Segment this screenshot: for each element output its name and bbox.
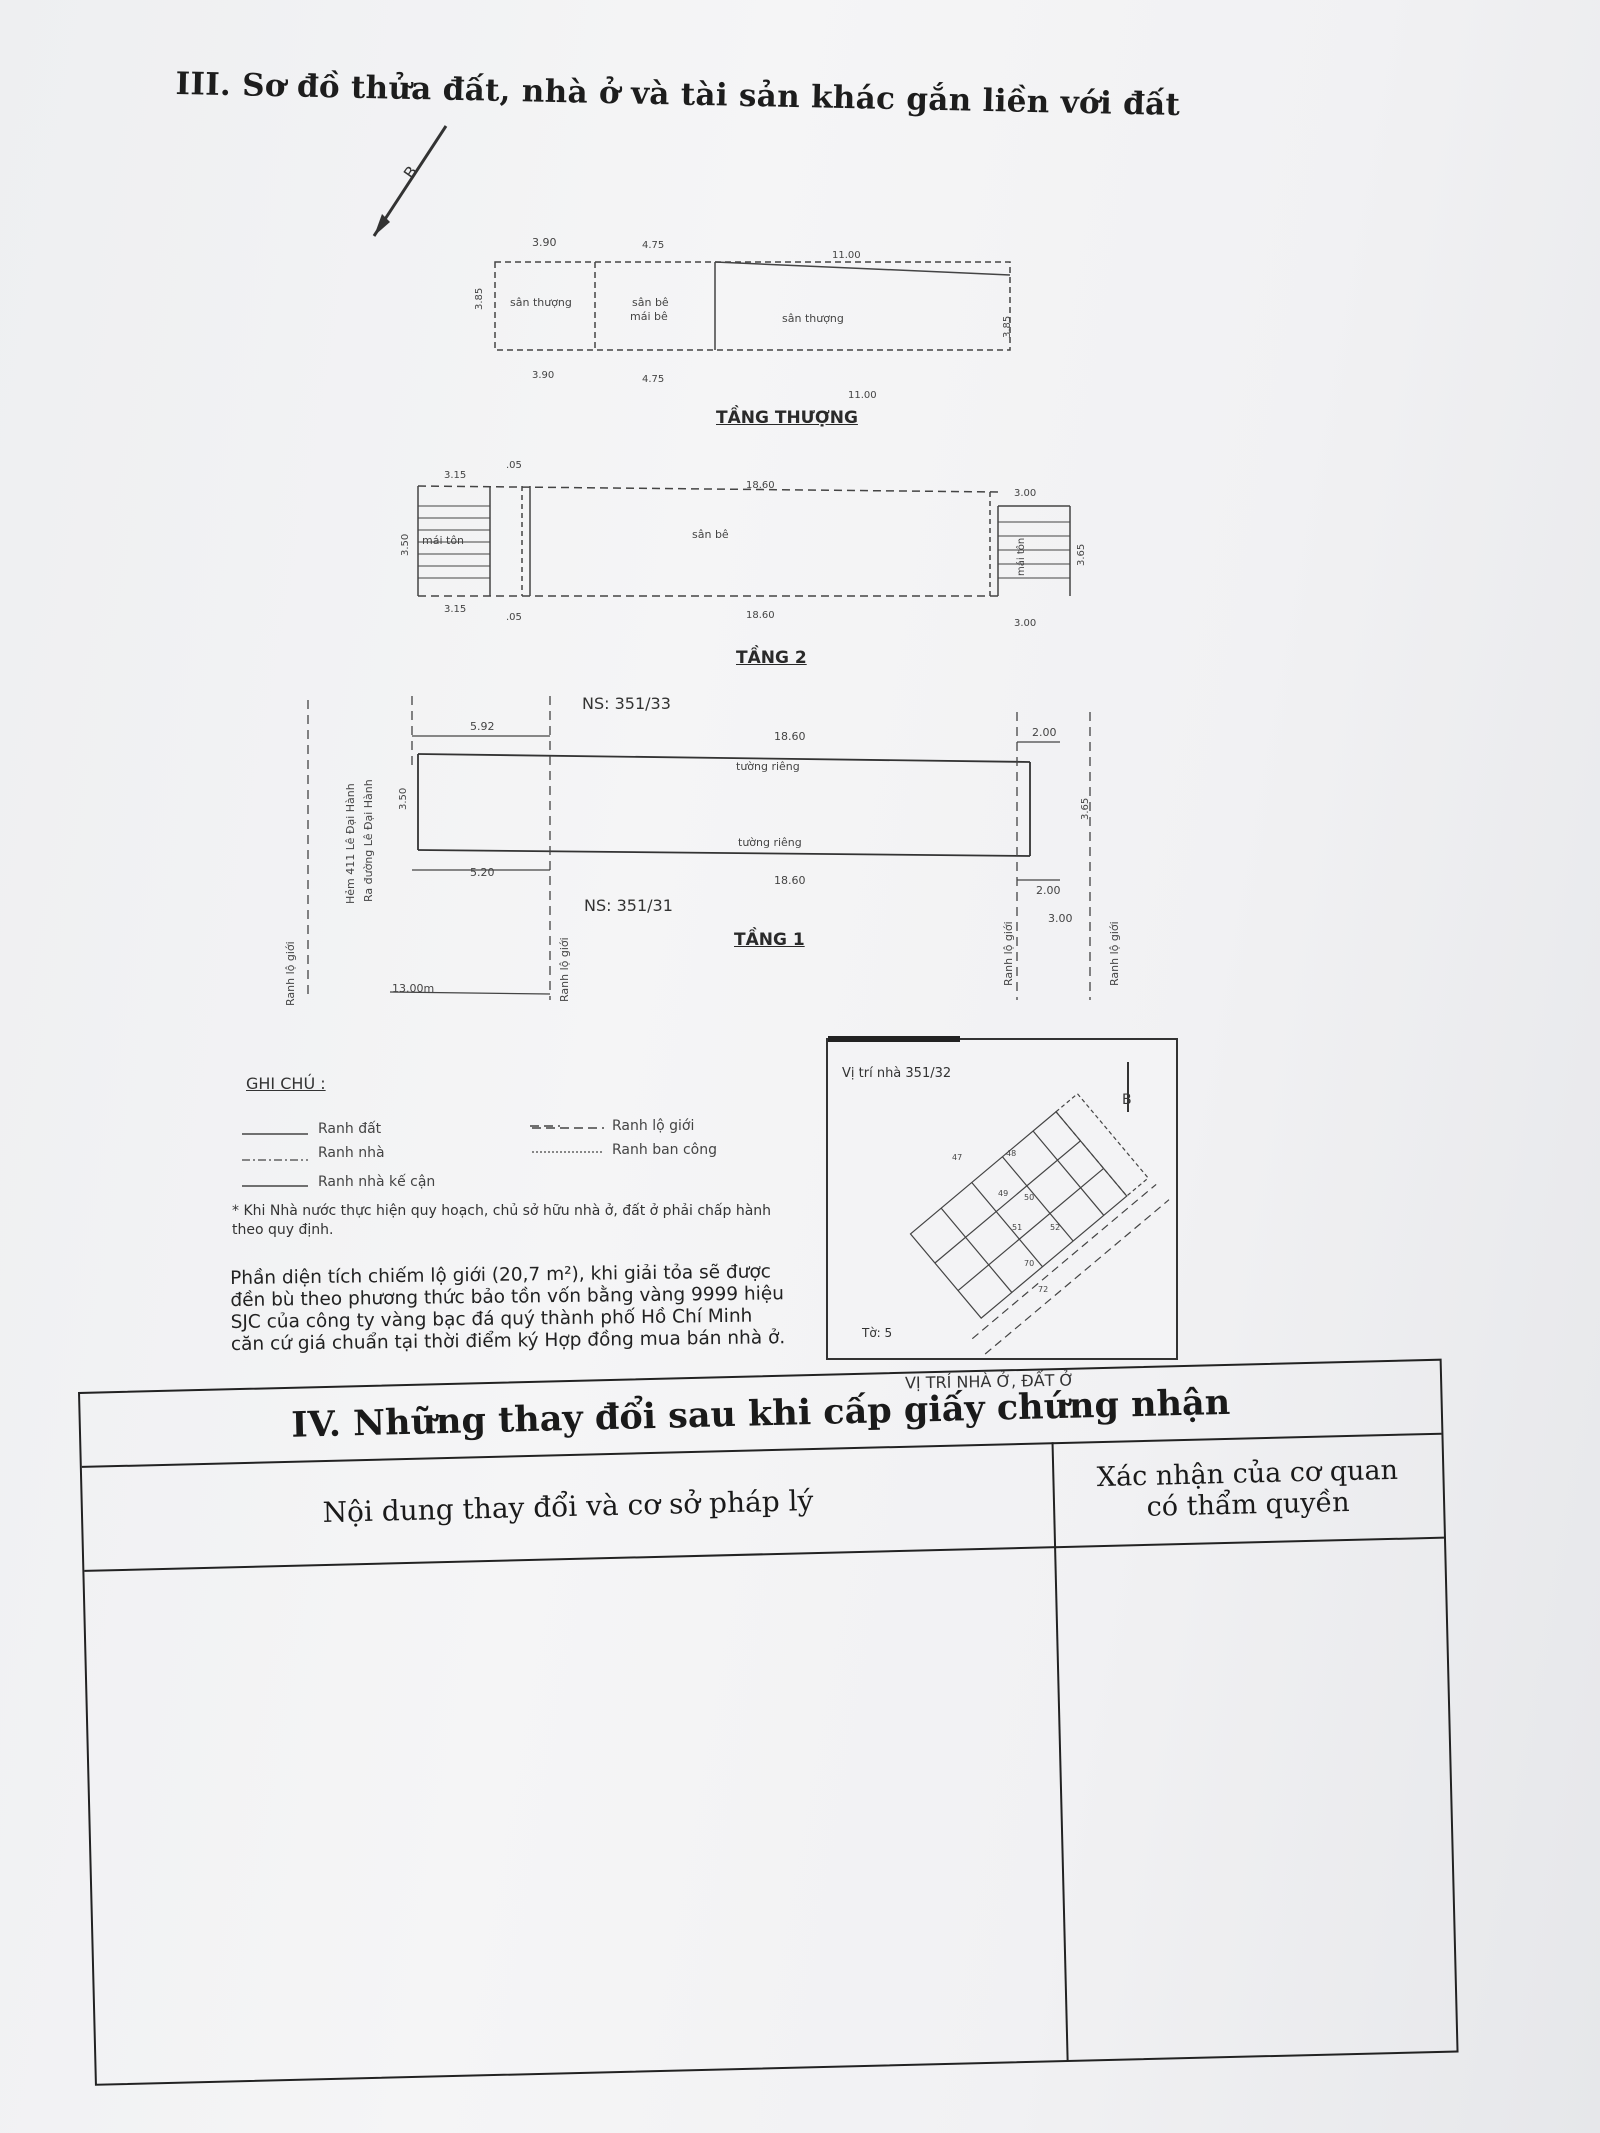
section-3-title: III. Sơ đồ thửa đất, nhà ở và tài sản kh… <box>175 66 1181 124</box>
floor-top-plan: 3.90 4.75 11.00 3.90 4.75 11.00 3.85 3.8… <box>474 236 1013 401</box>
legend-title: GHI CHÚ : <box>246 1074 326 1093</box>
f2-dim-top-4: 3.00 <box>1014 488 1036 499</box>
f1-street-label: Hẻm 411 Lê Đại Hành <box>344 783 357 904</box>
floor-top-label: TẦNG THƯỢNG <box>716 408 858 428</box>
f1-ranh-lo-gioi-3: Ranh lộ giới <box>1002 921 1015 986</box>
map-lot-4: 50 <box>1024 1193 1034 1202</box>
room-3-label: sân thượng <box>782 312 844 325</box>
map-top-bar <box>828 1036 960 1042</box>
col-header-authority-line2: có thẩm quyền <box>1146 1486 1350 1523</box>
north-label: B <box>400 162 422 182</box>
col-header-authority: Xác nhận của cơ quan có thẩm quyền <box>1051 1432 1444 1549</box>
f1-street-label-2: Ra đường Lê Đại Hành <box>362 779 375 902</box>
legend-item-4: Ranh ban công <box>612 1142 718 1158</box>
top-dim-1: 3.90 <box>532 236 557 249</box>
f2-dim-top-1: 3.15 <box>444 470 466 481</box>
map-lot-8: 72 <box>1038 1285 1048 1294</box>
changes-table: IV. Những thay đổi sau khi cấp giấy chứn… <box>78 1358 1459 2086</box>
map-sheet-label: Tờ: 5 <box>862 1326 893 1340</box>
map-north-label: B <box>1122 1092 1132 1108</box>
f2-dim-bottom-4: 3.00 <box>1014 618 1036 629</box>
map-lot-1: 47 <box>952 1153 962 1162</box>
f2-left-label: mái tôn <box>422 534 464 547</box>
legend-footnote: * Khi Nhà nước thực hiện quy hoạch, chủ … <box>232 1203 772 1238</box>
map-lot-3: 49 <box>998 1189 1008 1198</box>
left-dim: 3.85 <box>474 288 485 310</box>
bottom-dim-3: 11.00 <box>848 390 877 401</box>
right-dim: 3.85 <box>1002 316 1013 338</box>
floor-2-plan: 3.15 .05 18.60 3.00 3.15 .05 18.60 3.00 … <box>400 460 1087 629</box>
f1-dim-top-left: 5.92 <box>470 720 495 733</box>
floor-1-plan: 5.92 18.60 2.00 5.20 18.60 2.00 3.00 3.5… <box>284 696 1121 1006</box>
f2-dim-top-2: .05 <box>506 460 522 471</box>
f2-dim-right: 3.65 <box>1076 544 1087 566</box>
legend-item-5: Ranh nhà kế cận <box>318 1174 436 1190</box>
room-2-label-a: sân bê <box>632 296 669 309</box>
f2-dim-bottom-2: .05 <box>506 612 522 623</box>
legend-symbols-right <box>532 1127 604 1153</box>
col-header-authority-line1: Xác nhận của cơ quan <box>1096 1454 1399 1494</box>
room-1-label: sân thượng <box>510 296 572 309</box>
f1-wall-bottom: tường riêng <box>738 836 802 849</box>
f1-road-width: 13.00m <box>392 982 434 995</box>
authority-cell <box>1054 1537 1456 2060</box>
map-lot-5: 51 <box>1012 1223 1022 1232</box>
floor-1-label: TẦNG 1 <box>734 930 805 950</box>
f1-wall-top: tường riêng <box>736 760 800 773</box>
f2-dim-bottom-1: 3.15 <box>444 604 466 615</box>
f2-center-label: sân bê <box>692 528 729 541</box>
legend-item-3: Ranh nhà <box>318 1145 385 1161</box>
legend-symbols <box>242 1125 560 1187</box>
north-arrow-icon: B <box>372 125 448 237</box>
f2-dim-bottom-3: 18.60 <box>746 610 775 621</box>
floor-2-label: TẦNG 2 <box>736 648 807 668</box>
content-cell <box>84 1546 1069 2084</box>
map-lot-2: 48 <box>1006 1149 1016 1158</box>
f1-dim-right-far: 3.00 <box>1048 912 1073 925</box>
legend-item-1: Ranh đất <box>318 1121 382 1137</box>
bottom-dim-1: 3.90 <box>532 370 554 381</box>
f1-ranh-lo-gioi-2: Ranh lộ giới <box>558 937 571 1002</box>
map-lot-7: 70 <box>1024 1259 1034 1268</box>
bottom-dim-2: 4.75 <box>642 374 664 385</box>
f1-ranh-lo-gioi-4: Ranh lộ giới <box>1108 921 1121 986</box>
f1-dim-bottom-left: 5.20 <box>470 866 495 879</box>
f1-dim-left: 3.50 <box>398 788 409 810</box>
f1-ns-bottom: NS: 351/31 <box>584 896 673 915</box>
map-drawing: B 47 48 49 50 51 52 70 72 <box>909 1062 1170 1355</box>
position-map: Vị trí nhà 351/32 Tờ: 5 B 47 48 49 50 51 <box>826 1036 1178 1360</box>
f2-dim-top-3: 18.60 <box>746 480 775 491</box>
legend-item-2: Ranh lộ giới <box>612 1118 695 1134</box>
top-dim-2: 4.75 <box>642 240 664 251</box>
compensation-paragraph: Phần diện tích chiếm lộ giới (20,7 m²), … <box>230 1261 786 1355</box>
f1-ranh-lo-gioi-1: Ranh lộ giới <box>284 941 297 1006</box>
map-title: Vị trí nhà 351/32 <box>842 1066 952 1081</box>
f1-dim-bottom-center: 18.60 <box>774 874 806 887</box>
room-2-label-b: mái bê <box>630 310 668 323</box>
f1-dim-right: 3.65 <box>1080 798 1091 820</box>
f1-ns-top: NS: 351/33 <box>582 694 671 713</box>
f1-dim-top-center: 18.60 <box>774 730 806 743</box>
f2-right-label: mái tôn <box>1015 538 1027 576</box>
f1-dim-bottom-right: 2.00 <box>1036 884 1061 897</box>
f2-dim-left: 3.50 <box>400 534 411 556</box>
f1-dim-top-right: 2.00 <box>1032 726 1057 739</box>
top-dim-3: 11.00 <box>832 250 861 261</box>
map-lot-6: 52 <box>1050 1223 1060 1232</box>
